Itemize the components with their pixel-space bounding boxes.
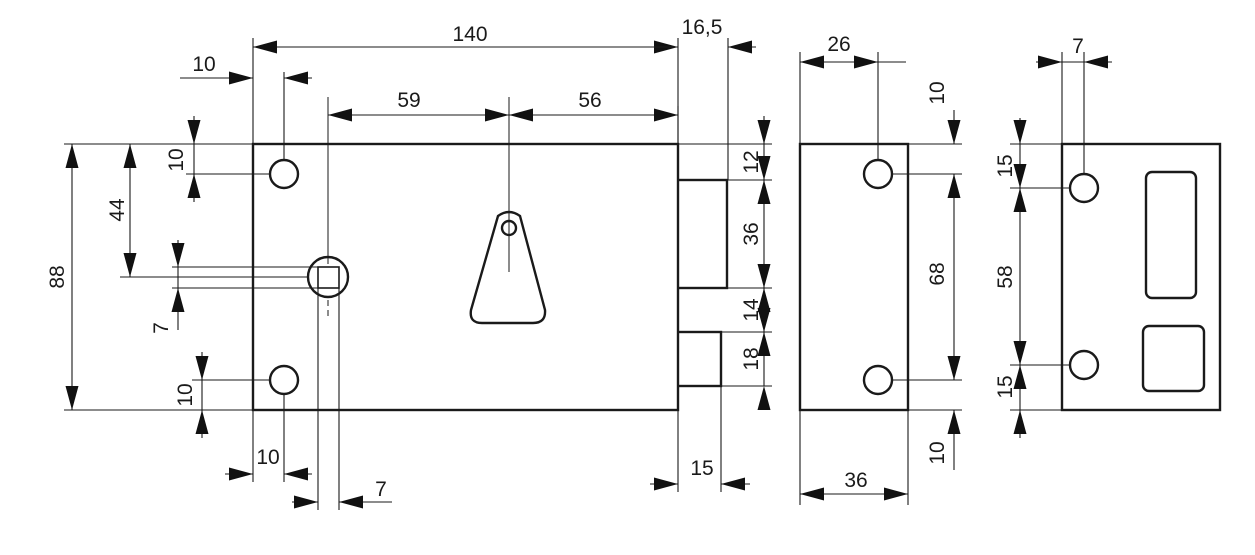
keeper-dimension-labels: 7 15 58 15: [994, 35, 1084, 399]
deadbolt-slot: [1144, 170, 1198, 300]
dim-deadbolt-height: 36: [740, 222, 763, 245]
dim-side-top-offset: 10: [926, 81, 949, 104]
side-view: [798, 142, 910, 412]
dim-keeper-bottom-offset: 15: [994, 375, 1017, 398]
lock-body: [251, 142, 680, 412]
dim-bottom-spindle-width: 7: [375, 478, 387, 501]
dim-front-width: 140: [452, 23, 487, 46]
front-dimension-labels: 140 16,5 10 59 56 10 44 88 7 10 10 7 15 …: [46, 16, 763, 501]
dim-bottom-to-hole: 10: [174, 383, 197, 406]
dim-deadbolt-top-offset: 12: [740, 150, 763, 173]
spindle-square: [317, 266, 340, 289]
dim-side-top-width: 26: [827, 33, 850, 56]
side-plate: [798, 142, 910, 412]
dim-keeper-hole-spacing: 58: [994, 265, 1017, 288]
dim-side-bottom-offset: 10: [926, 441, 949, 464]
dim-keyhole-right: 56: [578, 89, 601, 112]
keeper-plate: [1060, 142, 1222, 412]
keeper-dimension-lines: [1010, 52, 1112, 438]
dim-side-hole-spacing: 68: [926, 262, 949, 285]
keeper-view: [1060, 142, 1222, 412]
front-view: [251, 97, 729, 412]
dim-top-to-spindle: 44: [106, 198, 129, 222]
dim-keyhole-left: 59: [397, 89, 420, 112]
dim-latch-height: 18: [740, 347, 763, 370]
dim-keeper-top-offset: 15: [994, 154, 1017, 177]
dim-keeper-top-width: 7: [1072, 35, 1084, 58]
keyhole-cover: [469, 210, 547, 325]
dim-bottom-left-edge-to-hole: 10: [256, 446, 279, 469]
dim-top-to-hole: 10: [165, 148, 188, 171]
front-dimension-lines: [64, 38, 772, 510]
dim-gap-between-bolts: 14: [740, 298, 763, 322]
latch-slot: [1141, 324, 1206, 393]
dim-spindle-size: 7: [150, 322, 173, 334]
dim-total-height: 88: [46, 265, 69, 288]
dim-side-width: 36: [844, 469, 867, 492]
side-dimension-labels: 26 36 10 68 10: [827, 33, 949, 492]
dim-strike-offset: 16,5: [682, 16, 723, 39]
dim-left-edge-to-hole: 10: [192, 53, 215, 76]
side-dimension-lines: [799, 52, 962, 505]
dim-latch-projection: 15: [690, 457, 713, 480]
